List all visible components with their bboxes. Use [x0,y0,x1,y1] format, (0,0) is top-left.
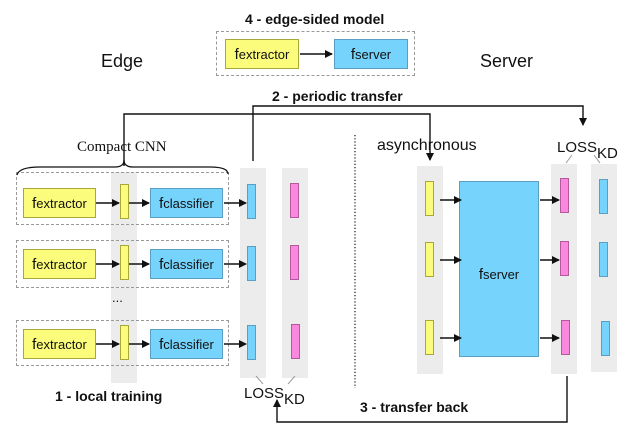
periodic-transfer-line-async [123,113,434,166]
f-symbol: f [350,45,356,63]
edge-soft-label-bar [291,324,300,359]
f-symbol: f [32,194,37,212]
server-soft-label-bar [560,178,569,213]
f-symbol: f [159,255,164,273]
f-symbol: f [32,335,37,353]
server-loss-kd-label: LOSSKD [557,139,618,162]
kd-subscript: KD [284,391,305,408]
kd-subscript: KD [597,145,618,162]
extractor-subscript: extractor [36,256,87,272]
server-feature-bar [425,242,434,277]
edge-section-title: Edge [101,51,144,71]
f-symbol: f [159,194,164,212]
asynchronous-label: asynchronous [377,137,477,154]
feature-bar [120,245,129,280]
compact-cnn-brace [16,159,229,176]
extractor-subscript: extractor [36,195,87,211]
classifier-subscript: classifier [163,256,214,272]
server-feature-bar [425,181,434,216]
loss-text: LOSS [557,139,598,156]
f-symbol: f [32,255,37,273]
periodic-transfer-label: 2 - periodic transfer [272,88,403,104]
server-subscript: server [355,46,392,62]
server-logit-bar [599,179,608,214]
transfer-back-line [273,376,568,423]
extractor-subscript: extractor [238,46,290,62]
edge-sided-model-title: 4 - edge-sided model [245,11,385,27]
classifier-subscript: classifier [163,195,214,211]
edge-loss-kd-label: LOSSKD [244,385,305,408]
server-subscript: server [483,266,520,282]
loss-text: LOSS [244,385,285,402]
compact-cnn-group-3 [16,320,229,366]
local-training-label: 1 - local training [55,388,163,404]
server-feature-bar [425,320,434,355]
feature-bar [120,184,129,219]
compact-cnn-label: Compact CNN [77,139,167,155]
edge-sided-model-group [216,31,415,76]
edge-logit-bar [247,246,256,281]
extractor-subscript: extractor [36,336,87,352]
server-soft-label-bar [560,241,569,276]
feature-bar [120,325,129,360]
server-logit-bar [601,321,610,356]
f-symbol: f [159,335,164,353]
server-logit-bar [599,242,608,277]
classifier-subscript: classifier [163,336,214,352]
f-symbol: f [234,45,239,63]
edge-logit-bar [247,184,256,219]
edge-soft-label-bar [290,245,299,280]
f-symbol: f [478,265,484,283]
compact-cnn-group-1 [16,172,229,225]
edge-soft-label-bar [290,183,299,218]
ellipsis: ... [112,290,123,305]
edge-logit-bar [247,325,256,360]
periodic-transfer-line-loss [252,105,587,161]
server-soft-label-bar [561,320,570,355]
server-section-title: Server [480,51,534,71]
transfer-back-label: 3 - transfer back [360,399,469,415]
